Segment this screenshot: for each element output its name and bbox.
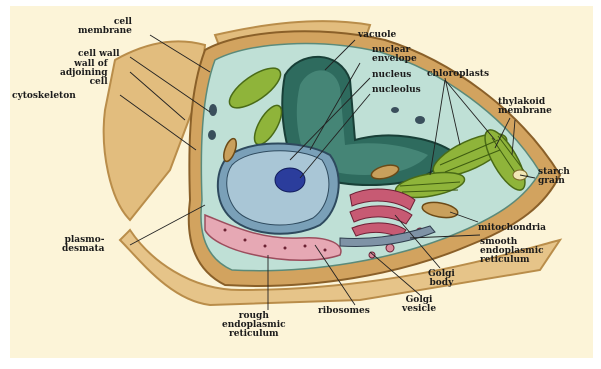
label-thylakoid-membrane: thylakoid membrane: [498, 98, 552, 116]
label-wall-of-adjoining-cell: wall of adjoining cell: [60, 60, 108, 87]
label-nucleus: nucleus: [372, 71, 411, 80]
label-cell-membrane: cell membrane: [78, 18, 132, 36]
label-golgi-vesicle: Golgi vesicle: [402, 296, 436, 314]
label-rough-er: rough endoplasmic reticulum: [222, 312, 286, 339]
label-golgi-body: Golgi body: [428, 270, 455, 288]
label-vacuole: vacuole: [358, 31, 396, 40]
nucleolus: [275, 168, 305, 192]
label-ribosomes: ribosomes: [318, 307, 370, 316]
label-starch-grain: starch grain: [538, 168, 570, 186]
label-plasmodesmata: plasmo- desmata: [62, 236, 104, 254]
golgi-body: [350, 189, 415, 238]
label-nucleolus: nucleolus: [372, 86, 421, 95]
label-nuclear-envelope: nuclear envelope: [372, 46, 417, 64]
label-chloroplasts: chloroplasts: [427, 70, 489, 79]
label-cell-wall: cell wall: [78, 50, 120, 59]
label-smooth-er: smooth endoplasmic reticulum: [480, 238, 544, 265]
label-mitochondria: mitochondria: [478, 224, 546, 233]
label-cytoskeleton: cytoskeleton: [12, 92, 76, 101]
